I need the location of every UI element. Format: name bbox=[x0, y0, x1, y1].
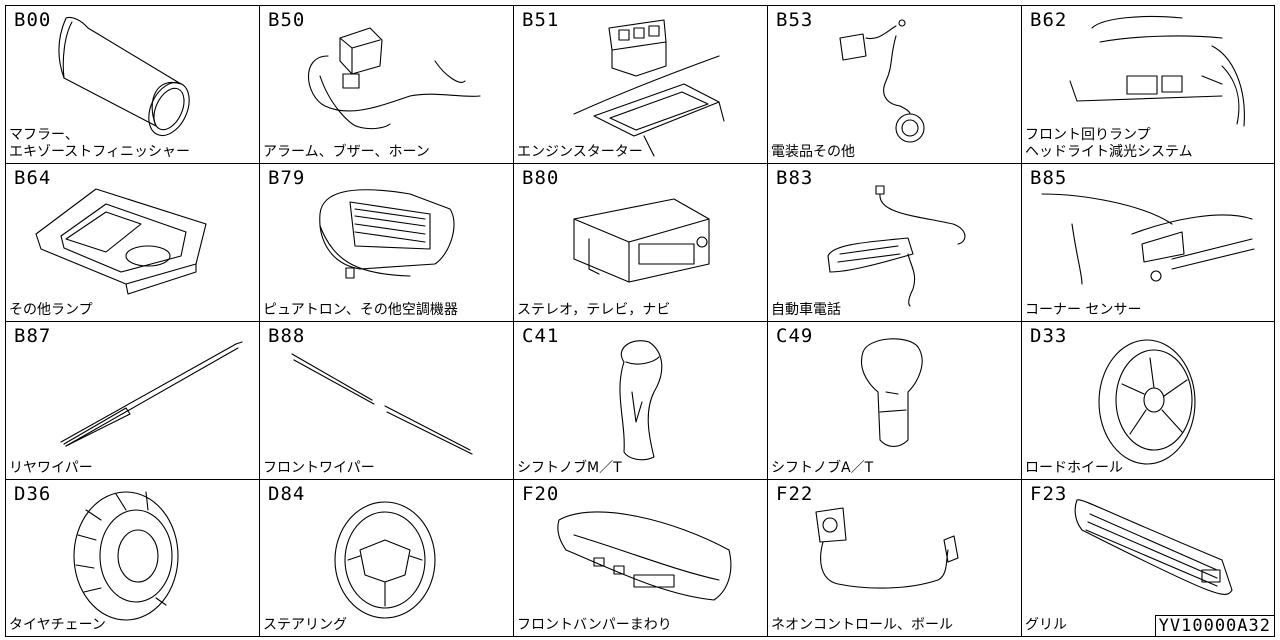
part-code: B51 bbox=[522, 9, 560, 31]
catalog-cell-b83[interactable]: B83 自動車電話 bbox=[767, 163, 1021, 321]
part-label: 電装品その他 bbox=[771, 144, 855, 160]
shift-knob-mt-icon bbox=[619, 340, 663, 461]
part-label: ピュアトロン、その他空調機器 bbox=[263, 302, 458, 318]
neon-control-icon bbox=[815, 507, 959, 589]
part-code: B83 bbox=[776, 167, 814, 189]
part-label: フロント回りランプ ヘッドライト減光システム bbox=[1025, 127, 1193, 160]
part-label: 自動車電話 bbox=[771, 302, 841, 318]
steering-wheel-icon bbox=[334, 501, 436, 619]
muffler-icon bbox=[58, 16, 190, 137]
front-wiper-icon bbox=[291, 353, 473, 455]
parts-grid: B00 マフラー、 エキゾーストフィニッシャー B50 アラーム、ブザー、ホーン bbox=[5, 5, 1275, 637]
part-code: B00 bbox=[14, 9, 52, 31]
catalog-cell-b80[interactable]: B80 ステレオ，テレビ，ナビ bbox=[513, 163, 767, 321]
catalog-cell-b62[interactable]: B62 フロント回りランプ ヘッドライト減光システム bbox=[1021, 5, 1275, 163]
engine-starter-icon bbox=[573, 19, 725, 157]
catalog-cell-b51[interactable]: B51 エンジンスターター bbox=[513, 5, 767, 163]
part-label: シフトノブA／T bbox=[771, 460, 874, 476]
part-code: B62 bbox=[1030, 9, 1068, 31]
part-label: グリル bbox=[1025, 617, 1067, 633]
part-label: エンジンスターター bbox=[517, 144, 643, 160]
catalog-cell-d33[interactable]: D33 ロードホイール bbox=[1021, 321, 1275, 479]
corner-sensor-icon bbox=[1041, 193, 1255, 285]
front-lamp-icon bbox=[1069, 15, 1245, 127]
catalog-cell-b88[interactable]: B88 フロントワイパー bbox=[259, 321, 513, 479]
catalog-cell-b50[interactable]: B50 アラーム、ブザー、ホーン bbox=[259, 5, 513, 163]
part-code: D36 bbox=[14, 483, 52, 505]
alarm-horn-icon bbox=[307, 27, 481, 130]
part-code: D84 bbox=[268, 483, 306, 505]
rear-wiper-icon bbox=[60, 341, 243, 447]
catalog-cell-b79[interactable]: B79 ピュアトロン、その他空調機器 bbox=[259, 163, 513, 321]
catalog-cell-c49[interactable]: C49 シフトノブA／T bbox=[767, 321, 1021, 479]
part-label: リヤワイパー bbox=[9, 460, 93, 476]
part-code: B87 bbox=[14, 325, 52, 347]
catalog-cell-b87[interactable]: B87 リヤワイパー bbox=[5, 321, 259, 479]
road-wheel-icon bbox=[1098, 339, 1196, 465]
part-label: フロントワイパー bbox=[263, 460, 375, 476]
catalog-cell-f23[interactable]: F23 グリル bbox=[1021, 479, 1275, 637]
part-code: B79 bbox=[268, 167, 306, 189]
car-phone-icon bbox=[827, 185, 966, 307]
part-label: ロードホイール bbox=[1025, 460, 1123, 476]
part-label: コーナー センサー bbox=[1025, 302, 1142, 318]
part-code: F20 bbox=[522, 483, 560, 505]
grille-icon bbox=[1074, 499, 1233, 595]
catalog-cell-b64[interactable]: B64 その他ランプ bbox=[5, 163, 259, 321]
room-lamp-icon bbox=[35, 188, 207, 295]
part-code: D33 bbox=[1030, 325, 1068, 347]
part-label: タイヤチェーン bbox=[9, 617, 106, 633]
catalog-cell-c41[interactable]: C41 シフトノブM／T bbox=[513, 321, 767, 479]
part-code: F22 bbox=[776, 483, 814, 505]
part-label: フロントバンパーまわり bbox=[517, 617, 672, 633]
part-label: シフトノブM／T bbox=[517, 460, 622, 476]
part-label: ステレオ，テレビ，ナビ bbox=[517, 302, 671, 318]
part-code: B53 bbox=[776, 9, 814, 31]
part-label: アラーム、ブザー、ホーン bbox=[263, 144, 430, 160]
part-code: C49 bbox=[776, 325, 814, 347]
part-label: マフラー、 エキゾーストフィニッシャー bbox=[9, 127, 191, 160]
electrical-parts-icon bbox=[839, 19, 925, 143]
part-code: C41 bbox=[522, 325, 560, 347]
catalog-cell-d84[interactable]: D84 ステアリング bbox=[259, 479, 513, 637]
reference-code: YV10000A32 bbox=[1154, 615, 1275, 637]
catalog-cell-b85[interactable]: B85 コーナー センサー bbox=[1021, 163, 1275, 321]
part-code: B64 bbox=[14, 167, 52, 189]
part-code: B80 bbox=[522, 167, 560, 189]
air-purifier-icon bbox=[319, 189, 455, 279]
part-label: ネオンコントロール、ボール bbox=[771, 617, 953, 633]
front-bumper-icon bbox=[557, 511, 732, 601]
shift-knob-at-icon bbox=[860, 338, 923, 447]
part-code: F23 bbox=[1030, 483, 1068, 505]
tire-chain-icon bbox=[73, 491, 179, 621]
part-code: B50 bbox=[268, 9, 306, 31]
catalog-cell-b00[interactable]: B00 マフラー、 エキゾーストフィニッシャー bbox=[5, 5, 259, 163]
part-code: B85 bbox=[1030, 167, 1068, 189]
part-label: その他ランプ bbox=[9, 302, 93, 318]
catalog-cell-f22[interactable]: F22 ネオンコントロール、ボール bbox=[767, 479, 1021, 637]
part-code: B88 bbox=[268, 325, 306, 347]
part-label: ステアリング bbox=[263, 617, 347, 633]
catalog-cell-f20[interactable]: F20 フロントバンパーまわり bbox=[513, 479, 767, 637]
parts-catalog: B00 マフラー、 エキゾーストフィニッシャー B50 アラーム、ブザー、ホーン bbox=[5, 5, 1275, 637]
catalog-cell-b53[interactable]: B53 電装品その他 bbox=[767, 5, 1021, 163]
stereo-icon bbox=[573, 198, 710, 283]
catalog-cell-d36[interactable]: D36 タイヤチェーン bbox=[5, 479, 259, 637]
